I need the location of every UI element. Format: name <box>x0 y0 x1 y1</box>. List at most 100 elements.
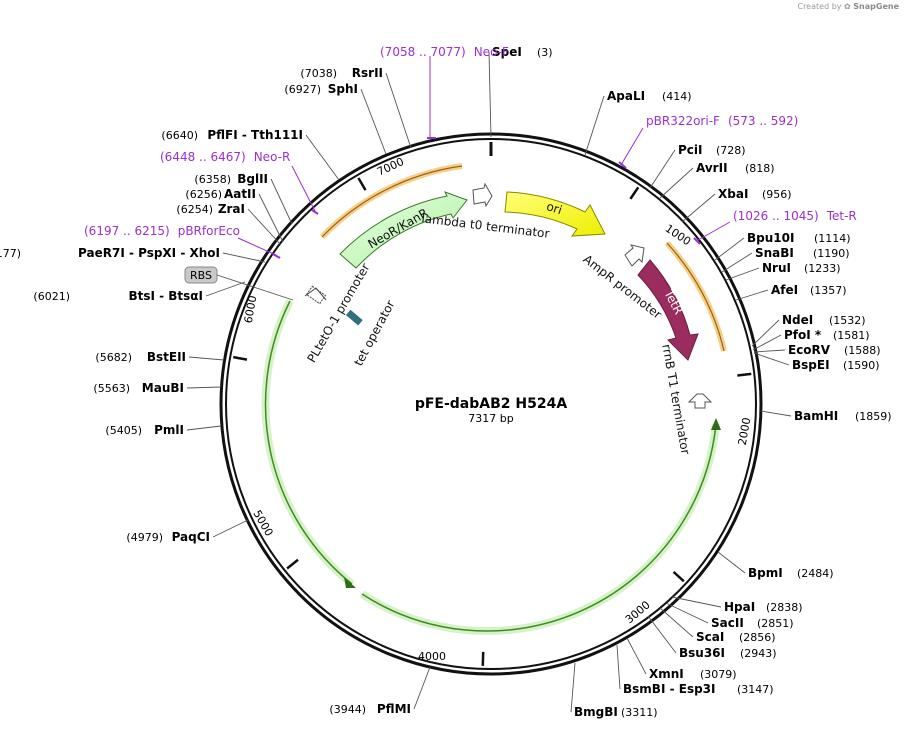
site-name: AfeI <box>771 283 798 297</box>
site-connector-line <box>222 252 266 263</box>
site-position: (6640) <box>161 129 198 142</box>
orf-arc-left <box>261 299 355 588</box>
primer-label: (7058 .. 7077)Neo-F <box>380 45 509 59</box>
site-position: (1190) <box>813 247 850 260</box>
site-name: BspEI <box>792 358 830 372</box>
restriction-site: BspEI(1590) <box>792 358 880 372</box>
site-name: XbaI <box>718 187 748 201</box>
primer-mark <box>272 253 281 259</box>
site-connector-line <box>360 88 387 155</box>
plasmid-length: 7317 bp <box>468 412 513 425</box>
primer-connector <box>291 165 316 212</box>
site-position: (2838) <box>766 601 803 614</box>
site-name: Bpu10I <box>747 231 794 245</box>
site-position: (2856) <box>739 631 776 644</box>
restriction-site: PflFI - Tth111I (6640) <box>161 128 303 142</box>
restriction-site: SphI(6927) <box>284 82 358 96</box>
primer-label: pBR322ori-F(573 .. 592) <box>646 114 798 128</box>
site-position: (3311) <box>621 706 658 719</box>
site-position: (818) <box>745 162 775 175</box>
site-name: ScaI <box>696 630 724 644</box>
restriction-site: HpaI(2838) <box>724 600 803 614</box>
lambda-terminator-label: lambda t0 terminator <box>421 211 551 241</box>
site-name: BstEII <box>147 350 186 364</box>
site-connector-line <box>626 637 647 675</box>
site-connector-line <box>186 425 222 431</box>
restriction-site: PmlI(5405) <box>105 423 184 437</box>
site-name: SacII <box>711 616 744 630</box>
site-connector-line <box>616 644 621 690</box>
site-position: (1532) <box>829 314 866 327</box>
primer-site: (7058 .. 7077)Neo-F <box>380 45 509 139</box>
restriction-site: ScaI (2856) <box>696 630 776 644</box>
tet-operator-glyph <box>345 309 363 326</box>
restriction-site: MauBI(5563) <box>93 381 184 395</box>
site-name: ZraI <box>218 202 245 216</box>
restriction-site: PciI(728) <box>678 143 746 157</box>
restriction-site: SpeI(3) <box>492 45 553 59</box>
site-connector-line <box>751 319 780 347</box>
site-position: (6254) <box>176 203 213 216</box>
neor-kanr-feature <box>339 191 468 269</box>
site-connector-line <box>413 666 431 710</box>
primer-site: (6448 .. 6467)Neo-R <box>160 150 319 215</box>
restriction-site: Bsu36I(2943) <box>679 646 777 660</box>
restriction-site: SacII (2851) <box>711 616 794 630</box>
restriction-site: BmgBI(3311) <box>574 705 658 719</box>
site-connector-line <box>717 551 746 574</box>
backbone-inner <box>225 138 757 670</box>
site-name: RsrII <box>352 66 383 80</box>
site-connector-line <box>659 167 694 199</box>
site-connector-line <box>725 267 760 281</box>
site-name: NruI <box>762 261 791 275</box>
rbs-connector <box>216 274 294 301</box>
site-name: Bsu36I <box>679 646 725 660</box>
site-name: PflFI - Tth111I <box>207 128 303 142</box>
site-position: (956) <box>762 188 792 201</box>
site-name: EcoRV <box>788 343 831 357</box>
primer-site: pBR322ori-F(573 .. 592) <box>618 114 798 169</box>
site-position: (3079) <box>700 668 737 681</box>
primer-label: (1026 .. 1045)Tet-R <box>733 209 857 223</box>
site-position: (2851) <box>757 617 794 630</box>
site-position: (6177) <box>0 247 21 260</box>
site-position: (3147) <box>737 683 774 696</box>
restriction-site: BtsI - BtsαI(6021) <box>33 289 203 303</box>
pltet-promoter-glyph <box>304 285 327 305</box>
site-connector-line <box>753 349 786 353</box>
site-name: PmlI <box>154 423 184 437</box>
site-name: PfoI * <box>784 328 822 342</box>
site-connector-line <box>714 237 745 261</box>
site-position: (5682) <box>95 351 132 364</box>
site-connectors <box>186 51 792 713</box>
rrnb-terminator-glyph <box>687 393 713 409</box>
snapgene-logo-icon: ✿ <box>844 2 851 11</box>
primer-part: (7058 .. 7077) <box>380 45 466 59</box>
orange-arc-right-core <box>666 242 725 352</box>
restriction-site: AfeI(1357) <box>771 283 847 297</box>
primer-part: (1026 .. 1045) <box>733 209 819 223</box>
tick-label: 4000 <box>418 650 446 663</box>
site-position: (2484) <box>797 567 834 580</box>
site-connector-line <box>735 289 769 301</box>
site-connector-line <box>186 386 222 389</box>
restriction-site: PaqCI(4979) <box>126 530 210 544</box>
site-connector-line <box>659 607 694 638</box>
primer-connector <box>237 237 277 256</box>
tick-mark <box>286 558 299 570</box>
site-name: SphI <box>328 82 358 96</box>
orf-arc-bottom <box>359 423 720 635</box>
plasmid-title: pFE-dabAB2 H524A <box>415 396 568 412</box>
site-connector-line <box>247 208 282 246</box>
site-connector-line <box>205 281 246 297</box>
restriction-site: BpmI(2484) <box>748 566 834 580</box>
orf-arc-left-core <box>264 300 353 585</box>
site-name: BglII <box>237 172 268 186</box>
lambda-terminator-glyph <box>472 182 493 208</box>
site-position: (3944) <box>329 703 366 716</box>
tick-mark <box>357 177 367 191</box>
restriction-site: RsrII(7038) <box>300 66 383 80</box>
restriction-site: SnaBI(1190) <box>755 246 850 260</box>
ori-feature <box>504 191 606 237</box>
